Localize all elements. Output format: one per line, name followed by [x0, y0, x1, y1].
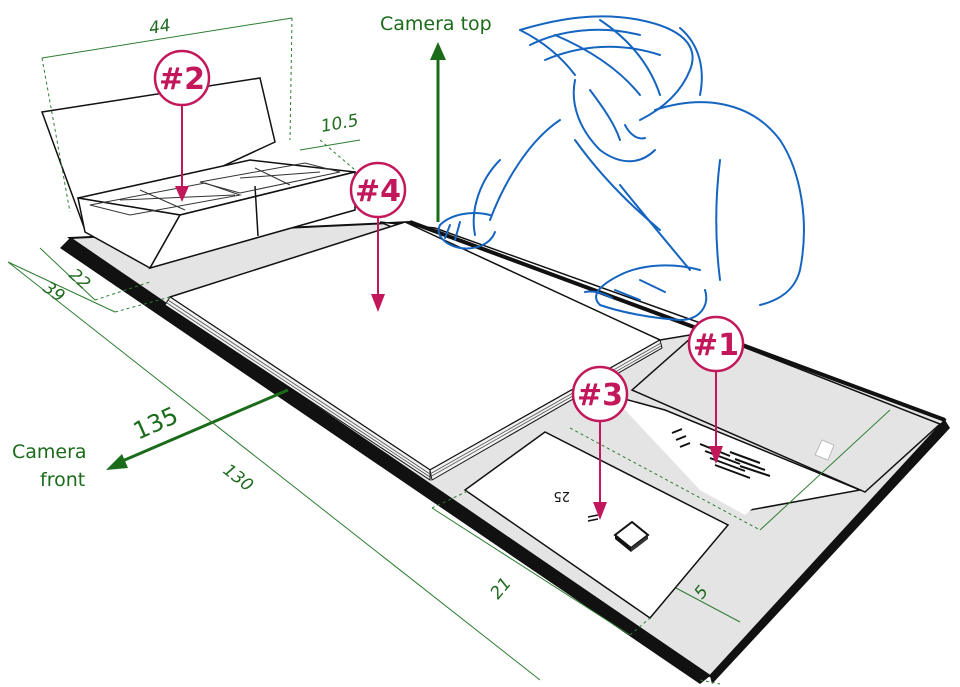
dimension-22: 22: [65, 265, 94, 294]
camera-front-label-line1: Camera: [12, 441, 87, 463]
dimension-130: 130: [219, 460, 257, 496]
camera-front-axis: Camera front: [12, 388, 289, 491]
marker-3: #3: [571, 365, 629, 520]
marker-2: #2: [153, 49, 211, 202]
marker-1: #1: [687, 315, 745, 464]
lower-sheet: 25: [463, 431, 730, 620]
camera-top-label: Camera top: [380, 13, 492, 35]
light-box: [40, 77, 356, 270]
marker-2-label: #2: [159, 62, 205, 97]
marker-3-label: #3: [577, 378, 623, 413]
corner-logo: [814, 439, 835, 461]
dimension-21: 21: [487, 574, 516, 603]
marker-4-label: #4: [355, 174, 401, 209]
chip-icon: [613, 520, 650, 552]
camera-front-label-line2: front: [40, 469, 85, 491]
dimension-44: 44: [148, 16, 173, 39]
dimension-10-5: 10.5: [319, 111, 360, 137]
marker-1-label: #1: [693, 328, 739, 363]
dimension-39: 39: [39, 278, 68, 307]
camera-top-axis: Camera top: [380, 13, 492, 222]
dimension-lines: [7, 17, 891, 685]
marker-4: #4: [349, 161, 407, 312]
page-number: 25: [553, 488, 570, 503]
person-leaning-icon: [437, 15, 805, 321]
